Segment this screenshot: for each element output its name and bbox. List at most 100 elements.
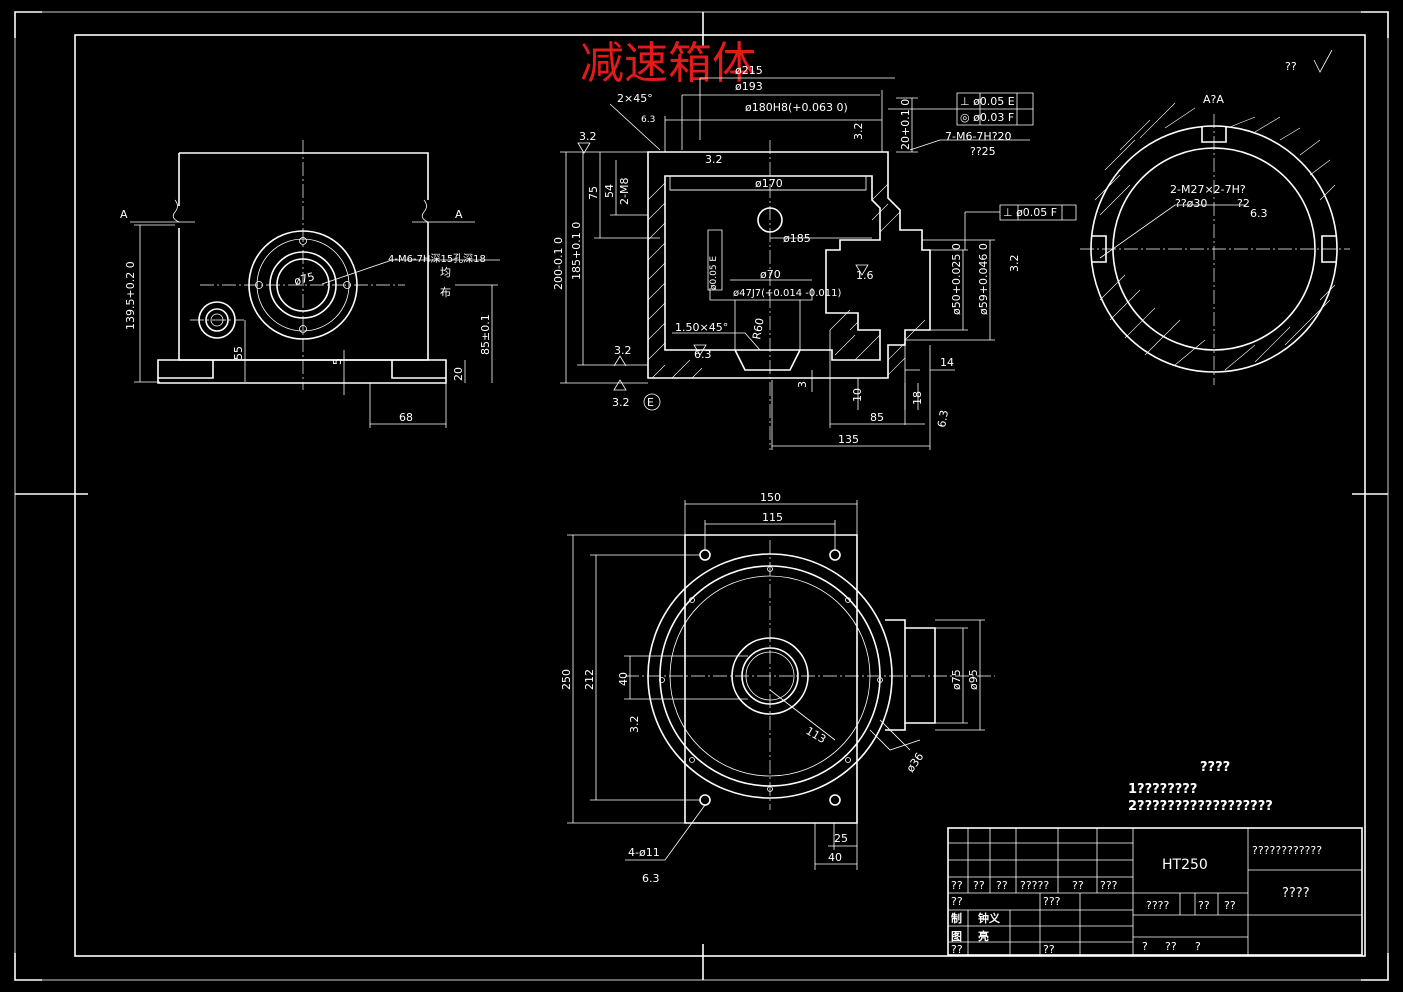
front-view: A A 4-M6-7H深15孔深18 均 布 ø75 139.5+0.2 0 5… bbox=[120, 140, 500, 428]
front-bore-dim: ø75 bbox=[293, 270, 316, 288]
side-section-view: A?A 2-M27×2-7H? ??ø30 ?2 6.3 bbox=[1080, 93, 1350, 385]
roughness-note: ?? bbox=[1285, 60, 1297, 73]
front-dim-85: 85±0.1 bbox=[479, 314, 492, 355]
tolerance-frame-2: ◎ ø0.03 F bbox=[960, 111, 1014, 124]
side-r-note: ?2 bbox=[1237, 197, 1250, 210]
section-mark-left: A bbox=[120, 208, 128, 221]
plan-roughness-6-3: 6.3 bbox=[642, 872, 660, 885]
dim-d59: ø59+0.046 0 bbox=[977, 243, 990, 315]
dim-d180: ø180H8(+0.063 0) bbox=[745, 101, 848, 114]
dim-85-section: 85 bbox=[870, 411, 884, 424]
roughness-6-3-c: 6.3 bbox=[935, 409, 951, 428]
dim-h185: 185+0.1 0 bbox=[570, 222, 583, 280]
roughness-6-3-b: 6.3 bbox=[694, 348, 712, 361]
section-label: A?A bbox=[1203, 93, 1224, 106]
inner-border bbox=[74, 34, 1366, 957]
tb-row-label-5: ?? bbox=[1072, 879, 1084, 892]
plan-dim-40b: 40 bbox=[828, 851, 842, 864]
tolerance-frame-1: ⊥ ø0.05 E bbox=[960, 95, 1015, 108]
title-block: HT250 ???????????? ???? ?? ?? ?? ????? ?… bbox=[947, 827, 1363, 956]
tech-line-2: 2?????????????????? bbox=[1128, 799, 1273, 814]
plan-dim-d95: ø95 bbox=[967, 669, 980, 690]
dim-d170: ø170 bbox=[755, 177, 783, 190]
front-thread-note-3: 布 bbox=[440, 286, 451, 299]
dim-d193: ø193 bbox=[735, 80, 763, 93]
plan-roughness-3-2: 3.2 bbox=[628, 716, 641, 734]
plan-dim-40: 40 bbox=[617, 672, 630, 686]
dim-h54: 54 bbox=[603, 184, 616, 198]
plan-dim-115: 115 bbox=[762, 511, 783, 524]
tb-misc-3: ?? bbox=[951, 943, 963, 956]
tolerance-frame-3: ⊥ ø0.05 F bbox=[1003, 206, 1057, 219]
tb-row-label-6: ??? bbox=[1100, 879, 1118, 892]
outer-border bbox=[14, 11, 1389, 981]
plan-dim-113: 113 bbox=[804, 724, 829, 746]
tb-misc-4: ?? bbox=[1043, 943, 1055, 956]
tolerance-vertical: ø0.05 E bbox=[709, 256, 719, 290]
drawing-name-label: ???? bbox=[1282, 886, 1310, 901]
dim-14: 14 bbox=[940, 356, 954, 369]
tb-scale-1: ???? bbox=[1146, 899, 1170, 912]
plan-dim-150: 150 bbox=[760, 491, 781, 504]
datum-e: E bbox=[647, 396, 654, 409]
material-label: HT250 bbox=[1162, 857, 1208, 873]
dim-h200: 200-0.1 0 bbox=[552, 237, 565, 290]
roughness-3-2-f: 3.2 bbox=[1008, 255, 1021, 273]
dim-3: 3 bbox=[796, 381, 809, 388]
dim-chamfer-150: 1.50×45° bbox=[675, 321, 728, 334]
front-dim-68: 68 bbox=[399, 411, 413, 424]
tb-scale-2: ?? bbox=[1198, 899, 1210, 912]
front-thread-note: 4-M6-7H深15孔深18 bbox=[388, 253, 486, 265]
dim-d215: ø215 bbox=[735, 64, 763, 77]
dim-d20: 20+0.1 0 bbox=[899, 99, 912, 150]
front-height-dim: 139.5+0.2 0 bbox=[124, 261, 137, 330]
tb-row-label-2: ?? bbox=[973, 879, 985, 892]
front-thread-note-2: 均 bbox=[440, 266, 451, 279]
company-label: ???????????? bbox=[1252, 844, 1322, 857]
roughness-6-3-a: 6.3 bbox=[641, 115, 655, 125]
plan-dim-d75: ø75 bbox=[950, 669, 963, 690]
tb-sheet-3: ? bbox=[1195, 940, 1201, 953]
tb-sheet-2: ?? bbox=[1165, 940, 1177, 953]
dim-d185: ø185 bbox=[783, 232, 811, 245]
dim-h75: 75 bbox=[587, 186, 600, 200]
centering-marks bbox=[14, 11, 1389, 981]
tb-checker-label: 图 bbox=[951, 930, 962, 943]
tb-row-label-1: ?? bbox=[951, 879, 963, 892]
roughness-3-2-d: 3.2 bbox=[614, 344, 632, 357]
tb-row-label-4: ????? bbox=[1020, 879, 1049, 892]
tb-misc-2: ??? bbox=[1043, 895, 1061, 908]
dim-m8: 2-M8 bbox=[618, 178, 631, 205]
side-hatch bbox=[1094, 102, 1336, 371]
tap-note: 7-M6-7H?20 bbox=[945, 130, 1012, 143]
section-mark-right: A bbox=[455, 208, 463, 221]
front-dim-55: 55 bbox=[232, 346, 245, 360]
tech-line-1: 1???????? bbox=[1128, 782, 1197, 797]
roughness-3-2-b: 3.2 bbox=[705, 153, 723, 166]
tb-scale-3: ?? bbox=[1224, 899, 1236, 912]
tb-designer-label: 制 bbox=[951, 911, 962, 925]
tb-misc-1: ?? bbox=[951, 895, 963, 908]
roughness-3-2-c: 3.2 bbox=[852, 123, 865, 141]
dim-r60: R60 bbox=[750, 317, 767, 341]
tb-sheet-1: ? bbox=[1142, 940, 1148, 953]
roughness-3-2-e: 3.2 bbox=[612, 396, 630, 409]
dim-135: 135 bbox=[838, 433, 859, 446]
dim-18: 18 bbox=[911, 391, 924, 405]
side-roughness: 6.3 bbox=[1250, 207, 1268, 220]
dim-chamfer: 2×45° bbox=[617, 92, 653, 105]
tb-row-label-3: ?? bbox=[996, 879, 1008, 892]
front-dim-20: 20 bbox=[452, 367, 465, 381]
side-thread-note: 2-M27×2-7H? bbox=[1170, 183, 1246, 196]
plan-view: 150 115 250 212 40 3.2 ø75 ø95 113 ø36 4… bbox=[560, 491, 995, 885]
drawing-title: 减速箱体 bbox=[580, 38, 756, 89]
dim-10: 10 bbox=[851, 388, 864, 402]
tap-note-2: ??25 bbox=[970, 145, 996, 158]
technical-requirements: ???? 1???????? 2?????????????????? bbox=[1128, 760, 1273, 814]
dim-d47: ø47J7(+0.014 -0.011) bbox=[733, 288, 841, 299]
front-dim-5: 5 bbox=[331, 358, 344, 365]
roughness-symbol-icon bbox=[1313, 49, 1333, 73]
plan-holes-note: 4-ø11 bbox=[628, 846, 660, 859]
plan-dim-212: 212 bbox=[583, 669, 596, 690]
